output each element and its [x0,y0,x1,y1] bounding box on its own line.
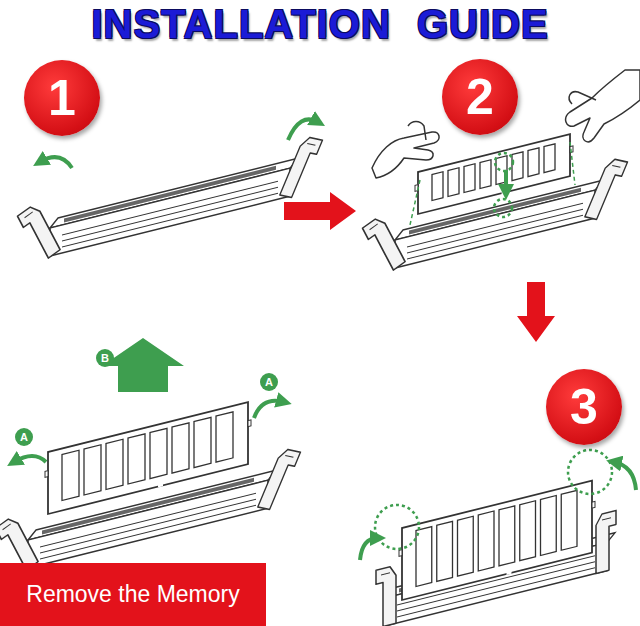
direction-arrow [614,462,636,490]
callout-text: B [101,353,109,364]
callout-letter: A [260,373,278,391]
caption-text: Remove the Memory [26,583,239,606]
callout-text: A [20,432,28,443]
callout-text: A [265,377,273,388]
slot-clip [585,158,628,221]
slot-clip [363,215,406,274]
slot-clip [258,448,301,511]
guide-line [570,142,575,185]
callout-letter: B [96,349,114,367]
highlight-circle [495,153,513,171]
direction-arrow [254,401,284,418]
memory-module [399,480,595,602]
step-number-text: 3 [570,382,598,432]
caption-box: Remove the Memory [0,563,266,626]
step-arrow [284,192,356,230]
slot-clip [18,203,61,262]
callout-letter: A [15,428,33,446]
memory-slot [18,132,323,269]
direction-arrow [504,170,508,192]
step-number-text: 2 [466,72,494,122]
slot-clip [376,565,396,626]
direction-arrow [360,538,378,560]
memory-module [45,401,251,515]
slot-clip [596,510,616,573]
direction-arrow [288,119,318,140]
direction-arrow [40,157,72,168]
guide-line [410,180,420,225]
step-number: 3 [546,369,622,445]
slot-clip [280,136,323,199]
highlight-circle [494,199,512,217]
direction-arrow [14,456,46,462]
highlight-circle [568,450,612,494]
step-arrow [517,282,555,342]
step-number: 2 [442,59,518,135]
title: INSTALLATION GUIDE [0,2,640,47]
lift-arrow [102,338,184,392]
step-number: 1 [24,60,100,136]
title-text: INSTALLATION GUIDE [91,2,548,46]
step-number-text: 1 [48,73,76,123]
highlight-circle [375,505,419,549]
